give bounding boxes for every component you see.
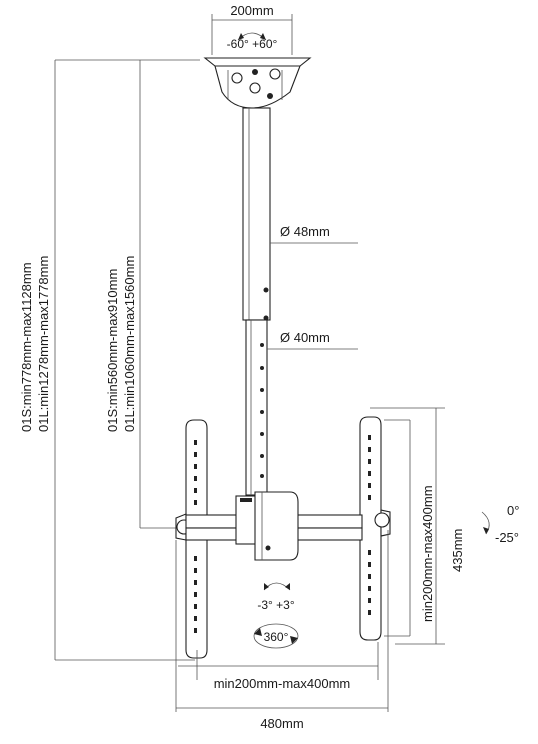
tilt-top-label: 0° [507,503,519,518]
lower-tube [245,319,268,496]
tube-upper-label: Ø 48mm [280,224,330,239]
rotate-label: 360° [264,630,289,644]
ceiling-plate [203,57,312,109]
inner-height-dimension [139,60,178,529]
plate-height-label: 435mm [450,529,465,572]
plate-vertical-label: min200mm-max400mm [420,485,435,622]
outer-height-dimension [54,59,200,661]
top-tilt-label: -60° +60° [227,37,278,51]
inner-range-label-2: 01L:min1060mm-max1560mm [122,256,137,432]
total-width-dimension [175,530,389,712]
outer-range-label-1: 01S:min778mm-max1128mm [19,262,34,432]
swivel-label: -3° +3° [257,598,294,612]
plate-horizontal-label: min200mm-max400mm [214,676,351,691]
upper-tube [242,107,271,321]
inner-range-label-1: 01S:min560mm-max910mm [105,269,120,432]
tube-lower-label: Ø 40mm [280,330,330,345]
plate-horizontal-dimension [178,642,379,680]
tilt-head [235,491,299,561]
top-width-label: 200mm [230,3,273,18]
right-bracket [359,416,391,641]
tilt-bottom-label: -25° [495,530,519,545]
total-width-label: 480mm [260,716,303,731]
top-width-dimension: 200mm -60° +60° [211,3,293,55]
rotate-icon [253,623,299,649]
outer-range-label-2: 01L:min1278mm-max1778mm [36,256,51,432]
